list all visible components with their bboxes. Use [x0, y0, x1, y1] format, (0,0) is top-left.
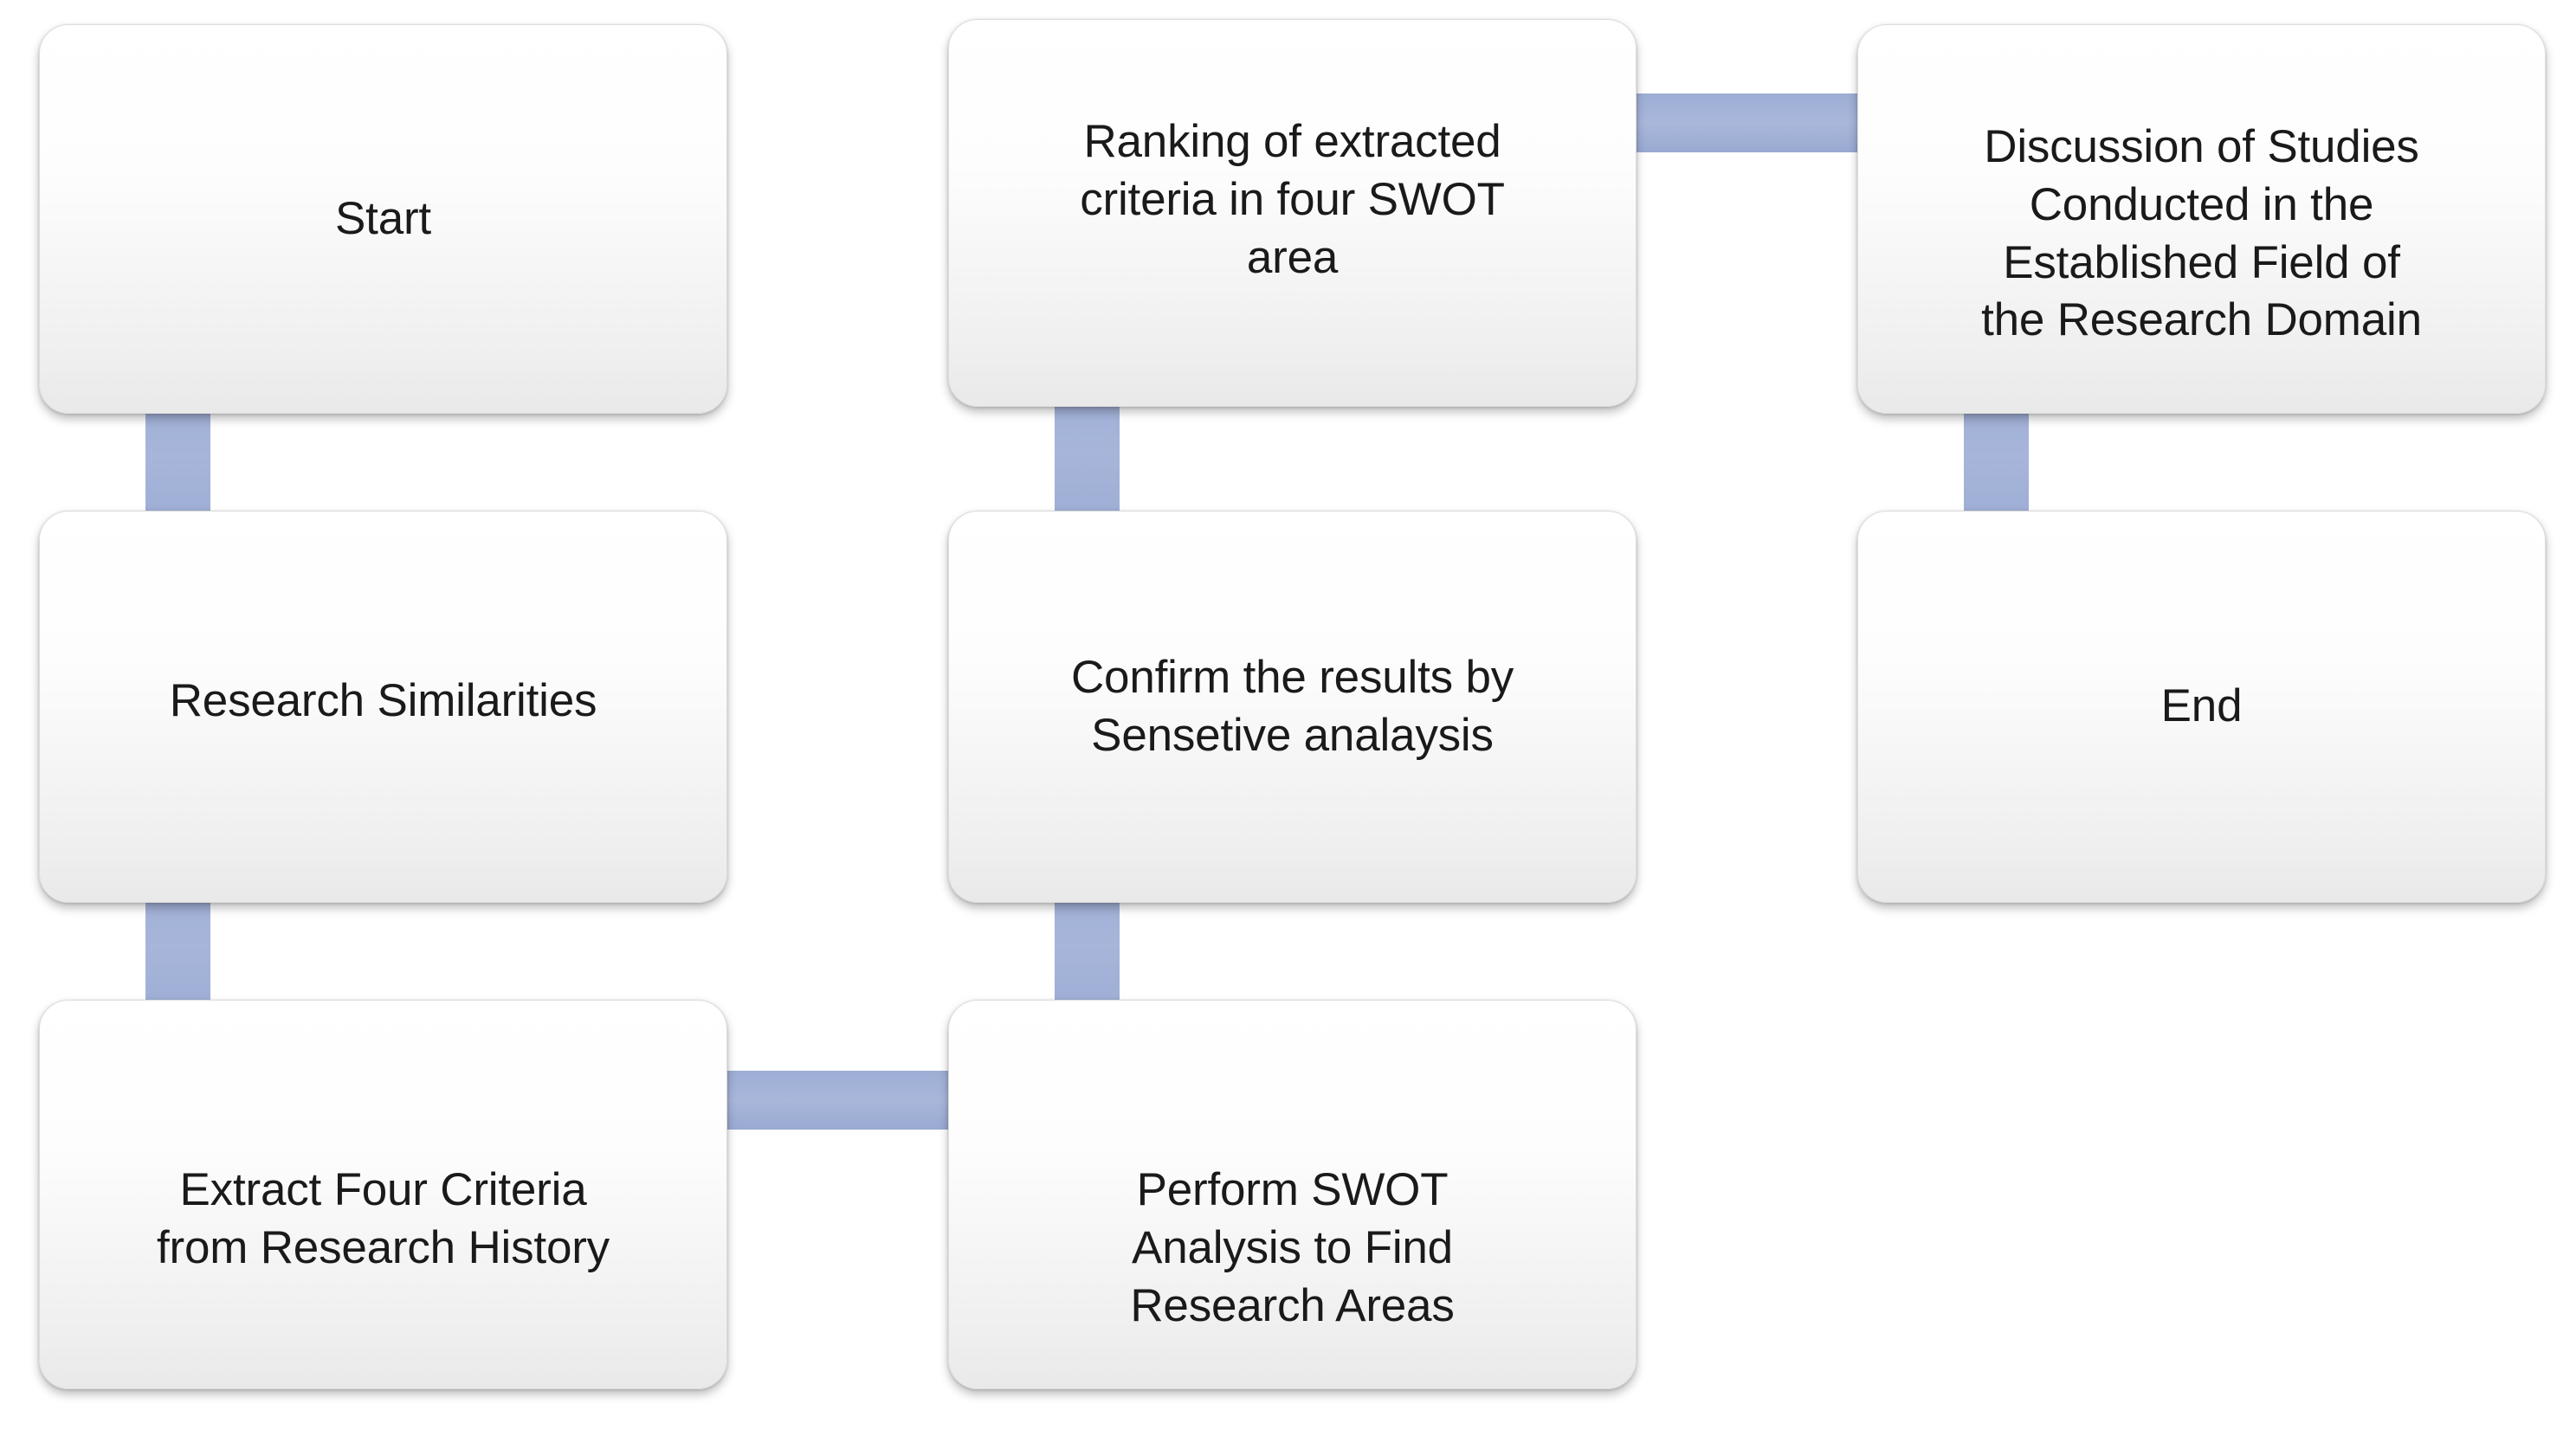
connector-ranking-to-discussion: [1617, 93, 1877, 152]
flow-node-extract-four-criteria-label: Extract Four Criteria from Research Hist…: [157, 1164, 610, 1273]
connector-extract-criteria-to-perform-swot: [708, 1071, 968, 1130]
flow-node-extract-four-criteria[interactable]: Extract Four Criteria from Research Hist…: [39, 1000, 727, 1389]
flow-node-ranking-of-extracted-criteria[interactable]: Ranking of extracted criteria in four SW…: [948, 19, 1637, 407]
flow-node-start-label: Start: [335, 192, 431, 244]
connector-start-to-research-similarities: [145, 394, 210, 532]
flow-node-confirm-results-label: Confirm the results by Sensetive analays…: [1070, 651, 1514, 761]
flow-node-perform-swot-analysis[interactable]: Perform SWOT Analysis to Find Research A…: [948, 1000, 1637, 1389]
connector-confirm-results-to-ranking: [1055, 388, 1120, 531]
flow-node-research-similarities[interactable]: Research Similarities: [39, 511, 727, 903]
flow-node-ranking-of-extracted-criteria-label: Ranking of extracted criteria in four SW…: [1080, 116, 1505, 283]
flow-node-start[interactable]: Start: [39, 24, 727, 414]
connector-perform-swot-to-confirm-results: [1055, 883, 1120, 1021]
flow-node-discussion-of-studies-label: Discussion of Studies Conducted in the E…: [1981, 121, 2422, 346]
flow-node-research-similarities-label: Research Similarities: [169, 675, 597, 726]
flow-node-perform-swot-analysis-label: Perform SWOT Analysis to Find Research A…: [1130, 1164, 1455, 1331]
flow-node-confirm-results[interactable]: Confirm the results by Sensetive analays…: [948, 511, 1637, 903]
flow-node-end-label: End: [2160, 680, 2243, 732]
flow-node-end[interactable]: End: [1857, 511, 2546, 903]
connector-research-similarities-to-extract-criteria: [145, 883, 210, 1021]
flow-node-discussion-of-studies[interactable]: Discussion of Studies Conducted in the E…: [1857, 24, 2546, 414]
connector-discussion-to-end: [1964, 394, 2029, 532]
